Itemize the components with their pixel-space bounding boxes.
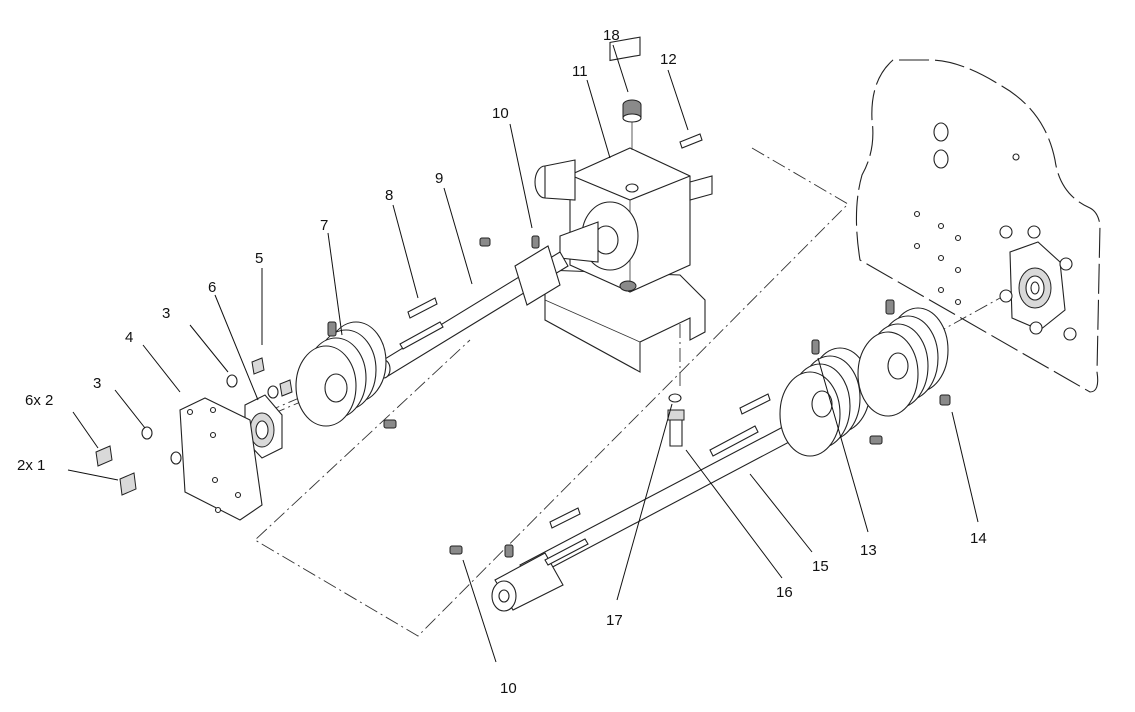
set-screws — [327, 235, 951, 558]
callout-10a: 10 — [492, 105, 509, 122]
callout-1: 2x 1 — [17, 457, 45, 474]
callout-10b: 10 — [500, 680, 517, 697]
flange-bearing-right — [999, 225, 1077, 341]
callout-9: 9 — [435, 170, 443, 187]
mounting-plate — [179, 397, 263, 521]
callout-4: 4 — [125, 329, 133, 346]
pulley-lower — [779, 347, 871, 457]
callout-17: 17 — [606, 612, 623, 629]
callout-12: 12 — [660, 51, 677, 68]
lower-shaft — [491, 415, 809, 612]
callout-14: 14 — [970, 530, 987, 547]
key-lower-right — [739, 393, 771, 415]
callout-3a: 3 — [93, 375, 101, 392]
gearbox — [534, 36, 713, 293]
callout-2: 6x 2 — [25, 392, 53, 409]
callout-15: 15 — [812, 558, 829, 575]
gearbox-bracket — [544, 269, 706, 373]
pulley-right — [857, 307, 949, 417]
callout-16: 16 — [776, 584, 793, 601]
callout-11: 11 — [572, 63, 588, 80]
callout-7: 7 — [320, 217, 328, 234]
callout-18: 18 — [603, 27, 620, 44]
callout-6: 6 — [208, 279, 216, 296]
callout-3b: 3 — [162, 305, 170, 322]
bolt-and-washer — [667, 393, 685, 447]
callout-labels: 2x 1 6x 2 3 3 4 5 6 7 8 9 10 10 11 12 13… — [17, 27, 987, 697]
leader-lines — [67, 44, 979, 663]
key-8 — [407, 297, 438, 319]
callout-5: 5 — [255, 250, 263, 267]
key-12 — [679, 133, 703, 149]
breather-cap — [622, 99, 642, 150]
callout-13: 13 — [860, 542, 877, 559]
key-lower — [549, 507, 581, 529]
callout-8: 8 — [385, 187, 393, 204]
upper-shaft — [377, 245, 569, 379]
pulley-upper — [295, 321, 387, 427]
left-hardware — [95, 357, 293, 496]
